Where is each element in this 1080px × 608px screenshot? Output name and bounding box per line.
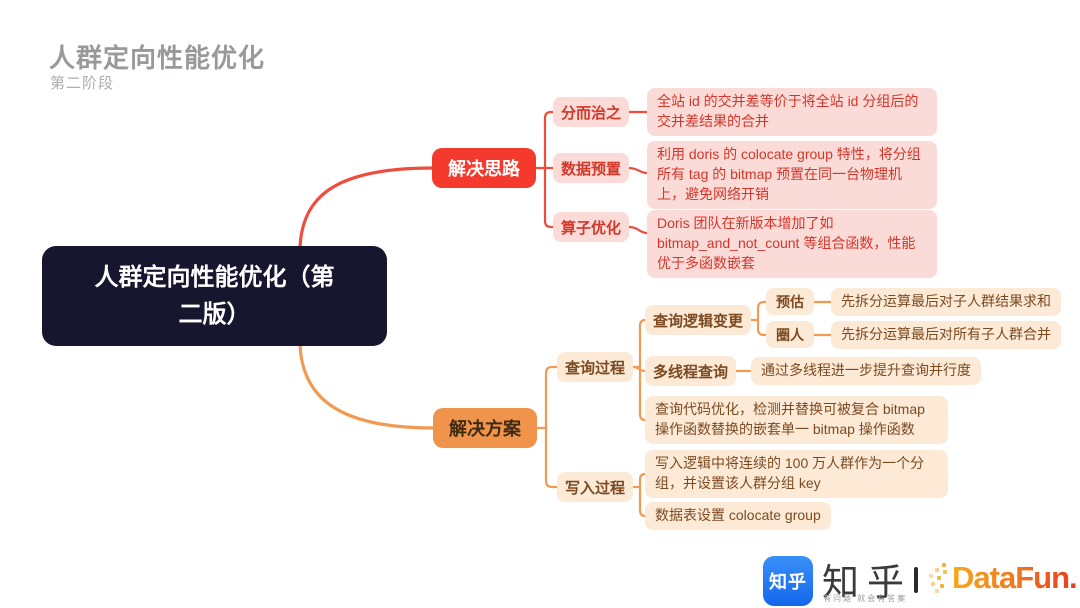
red-branch-connectors — [298, 110, 649, 250]
node-multithread-query: 多线程查询 — [645, 356, 736, 386]
leaf-multithread-query: 通过多线程进一步提升查询并行度 — [751, 357, 981, 385]
branch-node-solution-ideas: 解决思路 — [432, 148, 536, 188]
node-query-logic-change: 查询逻辑变更 — [645, 305, 751, 335]
page-subtitle: 第二阶段 — [50, 75, 115, 92]
leaf-estimate: 先拆分运算最后对子人群结果求和 — [831, 288, 1061, 316]
leaf-data-preset: 利用 doris 的 colocate group 特性，将分组所有 tag 的… — [647, 141, 937, 209]
leaf-table-colocate-group: 数据表设置 colocate group — [645, 502, 831, 530]
node-divide-and-conquer: 分而治之 — [553, 97, 629, 127]
leaf-query-code-optimization: 查询代码优化，检测并替换可被复合 bitmap 操作函数替换的嵌套单一 bitm… — [645, 396, 948, 444]
zhihu-slogan: 有问题 就会有答案 — [823, 594, 908, 603]
logo-divider — [914, 567, 918, 593]
branch-node-solution-plan: 解决方案 — [433, 408, 537, 448]
leaf-audience-select: 先拆分运算最后对所有子人群合并 — [831, 321, 1061, 349]
node-audience-select: 圈人 — [766, 321, 814, 348]
leaf-write-logic-grouping: 写入逻辑中将连续的 100 万人群作为一个分组，并设置该人群分组 key — [645, 450, 948, 498]
mindmap-root-node: 人群定向性能优化（第二版） — [42, 246, 387, 346]
zhihu-logo-icon: 知乎 — [763, 556, 813, 606]
zhihu-wordmark: 知乎 — [822, 562, 912, 603]
leaf-operator-optimization: Doris 团队在新版本增加了如 bitmap_and_not_count 等组… — [647, 210, 937, 278]
page-title: 人群定向性能优化 — [49, 43, 266, 73]
leaf-divide-and-conquer: 全站 id 的交并差等价于将全站 id 分组后的交并差结果的合并 — [647, 88, 937, 136]
orange-branch-connectors — [298, 300, 833, 518]
node-estimate: 预估 — [766, 288, 814, 315]
node-query-process: 查询过程 — [557, 352, 633, 382]
node-data-preset: 数据预置 — [553, 153, 629, 183]
datafun-dots-icon — [929, 563, 947, 593]
datafun-wordmark: DataFun. — [952, 560, 1078, 595]
node-write-process: 写入过程 — [557, 472, 633, 502]
node-operator-optimization: 算子优化 — [553, 212, 629, 242]
datafun-logo: DataFun. — [928, 560, 1078, 596]
